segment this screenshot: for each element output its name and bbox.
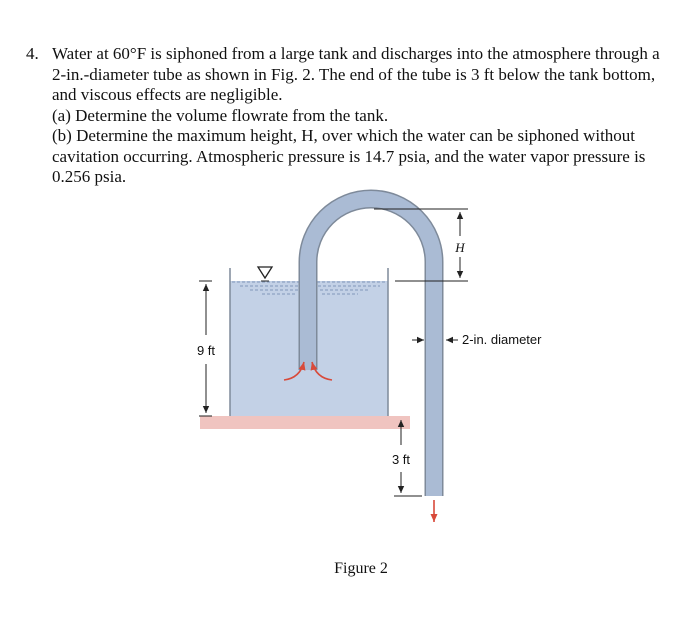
height-label: H: [454, 240, 465, 255]
depth-label: 9 ft: [197, 343, 215, 358]
problem-line-5: (b) Determine the maximum height, H, ove…: [52, 126, 636, 145]
inflow-arrow-right: [310, 361, 333, 381]
drop-dimension: [394, 420, 422, 497]
inflow-arrow-left: [283, 361, 306, 381]
problem-line-6: cavitation occurring. Atmospheric pressu…: [52, 146, 646, 166]
height-dimension: [374, 208, 468, 282]
diameter-label: 2-in. diameter: [462, 332, 542, 347]
free-surface-triangle-icon: [256, 266, 274, 282]
problem-number: 4.: [26, 44, 39, 63]
problem-statement: 4. Water at 60°F is siphoned from a larg…: [26, 44, 676, 188]
problem-text: Water at 60°F is siphoned from a large t…: [52, 44, 676, 188]
drop-label: 3 ft: [392, 452, 410, 467]
tank-base: [200, 416, 410, 429]
problem-line-2: 2-in.-diameter tube as shown in Fig. 2. …: [52, 64, 656, 84]
depth-dimension: [199, 280, 212, 417]
problem-line-3: and viscous effects are negligible.: [52, 85, 283, 104]
figure-caption: Figure 2: [334, 560, 388, 577]
problem-line-1: Water at 60°F is siphoned from a large t…: [52, 44, 660, 63]
problem-line-4: (a) Determine the volume flowrate from t…: [52, 105, 389, 125]
problem-line-7: 0.256 psia.: [52, 167, 127, 186]
